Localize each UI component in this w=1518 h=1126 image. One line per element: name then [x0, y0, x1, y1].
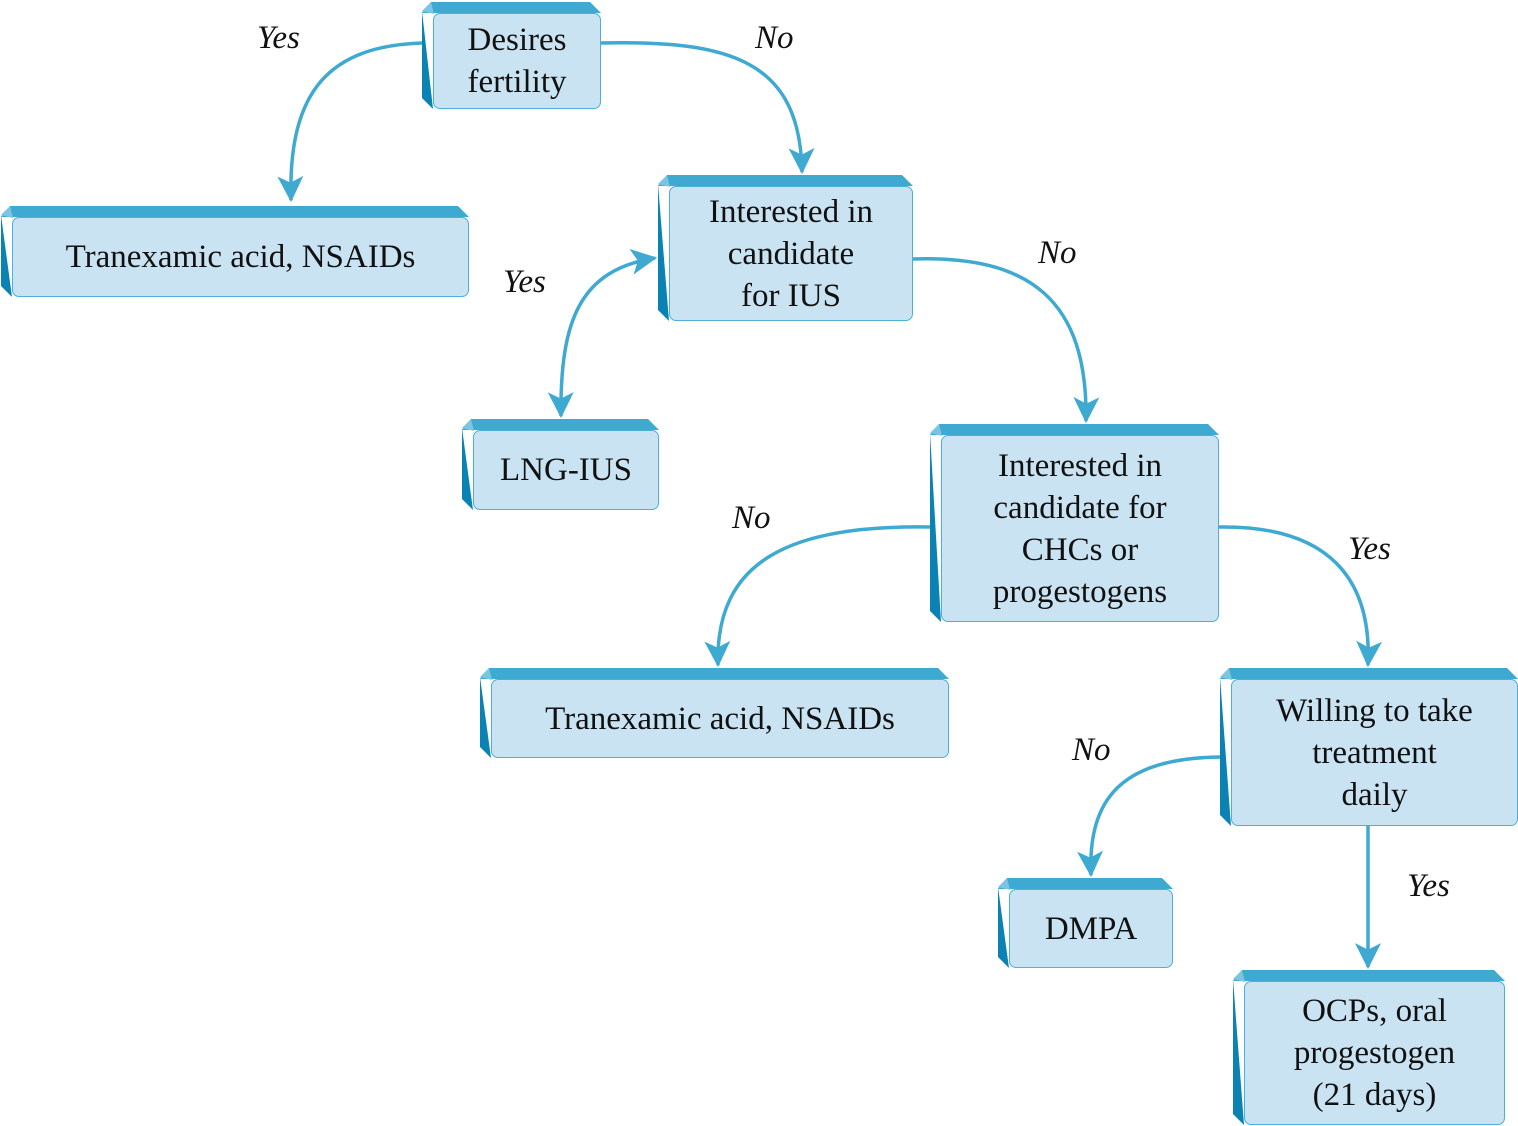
node-desires-fertility: Desires fertility	[422, 2, 601, 109]
edge-label-fertility-no: No	[755, 20, 794, 56]
node-text: LNG-IUS	[500, 452, 632, 488]
edge-label-willing-yes: Yes	[1407, 868, 1450, 904]
edge-chc-yes	[1217, 525, 1383, 668]
node-text: Desires fertility	[467, 22, 567, 100]
node-willing-daily: Willing to take treatment daily	[1220, 668, 1518, 826]
node-text: DMPA	[1044, 910, 1138, 947]
node-tranexamic-2: Tranexamic acid, NSAIDs	[480, 668, 949, 758]
node-text: Interested in candidate for CHCs or prog…	[992, 447, 1168, 610]
node-ocps: OCPs, oral progestogen (21 days)	[1233, 970, 1505, 1125]
edge-label-ius-yes: Yes	[503, 264, 546, 300]
edge-fertility-no	[599, 40, 815, 175]
node-lng-ius: LNG-IUS	[462, 419, 659, 510]
edge-fertility-yes	[277, 41, 423, 203]
node-text: Interested in candidate for IUS	[708, 193, 874, 314]
node-text: Willing to take treatment daily	[1276, 692, 1473, 813]
node-text: Tranexamic acid, NSAIDs	[545, 700, 895, 737]
edge-ius-no	[911, 257, 1100, 424]
node-candidate-ius: Interested in candidate for IUS	[658, 175, 913, 321]
edge-label-willing-no: No	[1072, 732, 1111, 768]
edge-label-chc-yes: Yes	[1348, 531, 1391, 567]
edge-willing-no	[1077, 755, 1221, 878]
edge-chc-no	[704, 525, 931, 668]
node-text: Tranexamic acid, NSAIDs	[65, 239, 416, 275]
node-dmpa: DMPA	[998, 878, 1173, 968]
node-candidate-chc: Interested in candidate for CHCs or prog…	[930, 424, 1219, 622]
node-text: OCPs, oral progestogen (21 days)	[1293, 993, 1456, 1113]
edge-label-chc-no: No	[732, 500, 771, 536]
edge-label-fertility-yes: Yes	[257, 20, 300, 56]
node-tranexamic-1: Tranexamic acid, NSAIDs	[1, 206, 469, 297]
edge-label-ius-no: No	[1038, 235, 1077, 271]
edge-ius-yes	[547, 248, 658, 419]
